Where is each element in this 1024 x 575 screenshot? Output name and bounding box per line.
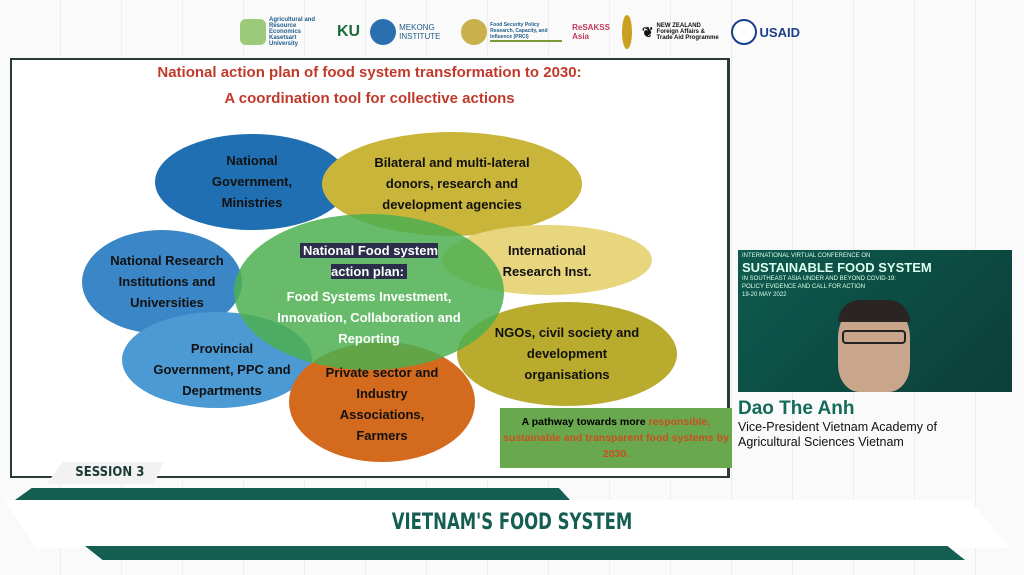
speaker-glasses: [842, 330, 906, 344]
slide-title-line2: A coordination tool for collective actio…: [224, 90, 515, 107]
label-gov: National Government, Ministries: [211, 153, 293, 210]
seal-icon: [622, 15, 632, 49]
label-donors: Bilateral and multi-lateral donors, rese…: [374, 155, 530, 212]
speaker-video: INTERNATIONAL VIRTUAL CONFERENCE ON SUST…: [738, 250, 1012, 392]
ellipse-diagram: [82, 132, 677, 462]
label-center-body: Food Systems Investment, Innovation, Col…: [277, 289, 461, 346]
usaid-seal-icon: [730, 19, 757, 45]
logo-usaid: USAID: [730, 19, 800, 45]
presentation-slide: National action plan of food system tran…: [10, 58, 732, 478]
logo-nz: ❦NEW ZEALAND Foreign Affairs & Trade Aid…: [641, 23, 719, 41]
ellipse-private: [289, 342, 475, 462]
speaker-hair: [838, 300, 910, 322]
logo-resakss: ReSAKSS Asia: [572, 23, 610, 41]
logo-prci: Food Security Policy Research, Capacity,…: [461, 19, 563, 45]
fern-icon: ❦: [641, 23, 654, 40]
ellipse-research: [82, 230, 242, 334]
label-provincial: Provincial Government, PPC and Departmen…: [153, 341, 291, 398]
conference-backdrop: INTERNATIONAL VIRTUAL CONFERENCE ON SUST…: [742, 253, 932, 298]
label-private: Private sector and Industry Associations…: [325, 365, 439, 443]
label-ngo: NGOs, civil society and development orga…: [494, 325, 640, 382]
slide-title-line1: National action plan of food system tran…: [157, 64, 582, 81]
label-research: National Research Institutions and Unive…: [110, 253, 224, 310]
pathway-box: A pathway towards more responsible, sust…: [500, 408, 732, 468]
ellipse-donors: [322, 132, 582, 236]
ellipse-gov: [155, 134, 349, 230]
banner-title: VIETNAM'S FOOD SYSTEM: [391, 510, 633, 535]
session-label: SESSION 3: [46, 462, 164, 484]
banner-bar-bottom: [85, 546, 965, 560]
ellipse-ngo: [457, 302, 677, 406]
sponsor-logos: Agricultural and Resource Economics Kase…: [240, 12, 800, 52]
logo-are: Agricultural and Resource Economics Kase…: [240, 17, 327, 47]
speaker-name: Dao The Anh: [738, 398, 855, 419]
leaf-icon: [240, 19, 266, 45]
label-intl: International Research Inst.: [502, 243, 592, 279]
globe-icon: [370, 19, 397, 45]
logo-ku: KU: [337, 23, 361, 40]
speaker-role: Vice-President Vietnam Academy of Agricu…: [738, 420, 937, 449]
label-center-title: National Food system action plan:: [299, 243, 439, 279]
title-banner: [5, 500, 1010, 548]
logo-mekong: MEKONG INSTITUTE: [370, 19, 451, 45]
wheat-icon: [461, 19, 488, 45]
banner-bar-top: [15, 488, 570, 500]
